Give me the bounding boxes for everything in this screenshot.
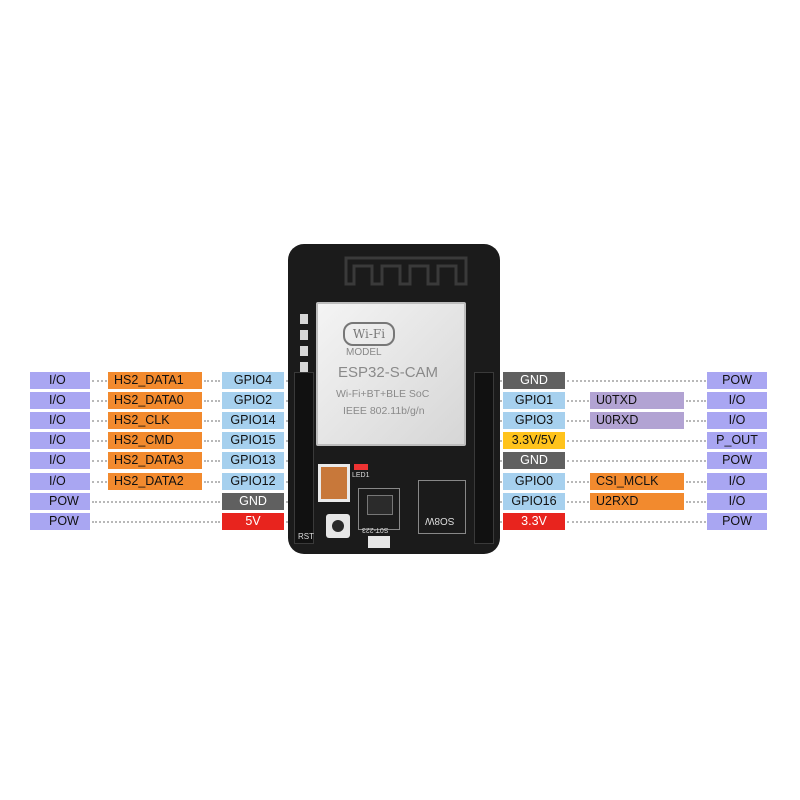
left-connector-line [204, 420, 220, 423]
left-gpio-label: GPIO15 [222, 432, 284, 450]
right-gpio-label: 3.3V/5V [503, 432, 565, 450]
left-alternate-label: HS2_DATA3 [108, 452, 202, 470]
right-gpio-label: GPIO1 [503, 392, 565, 410]
right-gpio-label: GND [503, 452, 565, 470]
so8-label: SO8W [425, 515, 455, 526]
right-connector-line [567, 420, 589, 423]
right-connector-line [567, 380, 706, 382]
wifi-logo-icon: Wi-Fi [343, 322, 395, 346]
right-function-label: P_OUT [707, 432, 767, 450]
antenna-trace [344, 256, 468, 286]
right-function-label: I/O [707, 492, 767, 510]
left-gpio-label: GPIO13 [222, 452, 284, 470]
left-function-label: I/O [30, 452, 90, 470]
model-name: ESP32-S-CAM [338, 364, 439, 381]
right-gpio-label: GPIO0 [503, 472, 565, 490]
right-gpio-label: 3.3V [503, 512, 565, 530]
left-connector-line [92, 500, 220, 503]
right-alternate-label: CSI_MCLK [590, 472, 684, 490]
left-gpio-label: GPIO12 [222, 472, 284, 490]
left-function-label: I/O [30, 432, 90, 450]
left-pads [298, 314, 310, 554]
right-gpio-label: GND [503, 372, 565, 389]
left-connector-line [92, 400, 107, 403]
right-connector-line [567, 440, 706, 443]
left-alternate-label: HS2_DATA0 [108, 392, 202, 410]
left-connector-line [92, 420, 107, 423]
left-connector-line [92, 380, 107, 382]
left-connector-line [204, 440, 220, 443]
camera-connector [368, 536, 390, 548]
right-connector-line [567, 500, 589, 503]
right-function-label: I/O [707, 412, 767, 430]
right-gpio-label: GPIO3 [503, 412, 565, 430]
right-connector-line [686, 480, 706, 483]
right-function-label: I/O [707, 472, 767, 490]
right-connector-line [567, 480, 589, 483]
sot223-chip [358, 488, 400, 530]
right-alternate-label: U2RXD [590, 492, 684, 510]
module-shield: Wi-Fi MODEL ESP32-S-CAM Wi-Fi+BT+BLE SoC… [316, 302, 466, 446]
right-connector-line [567, 460, 706, 463]
left-function-label: I/O [30, 372, 90, 389]
right-function-label: POW [707, 512, 767, 530]
left-connector-line [204, 460, 220, 463]
left-connector-line [204, 380, 220, 382]
left-gpio-label: GPIO14 [222, 412, 284, 430]
right-function-label: POW [707, 372, 767, 389]
left-connector-line [92, 480, 107, 483]
reset-button[interactable] [326, 514, 350, 538]
right-gpio-label: GPIO16 [503, 492, 565, 510]
model-label: MODEL [346, 347, 382, 358]
left-function-label: POW [30, 492, 90, 510]
board-outline: Wi-Fi MODEL ESP32-S-CAM Wi-Fi+BT+BLE SoC… [288, 244, 500, 554]
right-alternate-label: U0TXD [590, 392, 684, 410]
left-function-label: I/O [30, 472, 90, 490]
sot223-label: S0T-223 [362, 526, 389, 533]
right-connector-line [567, 520, 706, 523]
right-function-label: I/O [707, 392, 767, 410]
left-gpio-label: GPIO2 [222, 392, 284, 410]
left-gpio-label: 5V [222, 512, 284, 530]
left-connector-line [204, 480, 220, 483]
right-connector-line [686, 500, 706, 503]
right-connector-line [686, 400, 706, 403]
left-pin-header [294, 372, 314, 544]
capacitor [318, 464, 350, 502]
right-alternate-label: U0RXD [590, 412, 684, 430]
left-alternate-label: HS2_CMD [108, 432, 202, 450]
left-function-label: POW [30, 512, 90, 530]
left-gpio-label: GND [222, 492, 284, 510]
left-function-label: I/O [30, 412, 90, 430]
left-connector-line [92, 520, 220, 523]
led [354, 464, 368, 470]
led-label: LED1 [352, 472, 370, 479]
right-function-label: POW [707, 452, 767, 470]
right-connector-line [567, 400, 589, 403]
rst-label: RST [298, 532, 314, 541]
left-connector-line [92, 460, 107, 463]
right-connector-line [686, 420, 706, 423]
left-connector-line [204, 400, 220, 403]
left-alternate-label: HS2_CLK [108, 412, 202, 430]
left-connector-line [92, 440, 107, 443]
left-alternate-label: HS2_DATA1 [108, 372, 202, 389]
wifi-logo-text: Wi-Fi [352, 327, 386, 341]
right-pin-header [474, 372, 494, 544]
standard-label: IEEE 802.11b/g/n [343, 405, 425, 417]
protocols-label: Wi-Fi+BT+BLE SoC [336, 388, 430, 400]
left-alternate-label: HS2_DATA2 [108, 472, 202, 490]
left-function-label: I/O [30, 392, 90, 410]
left-gpio-label: GPIO4 [222, 372, 284, 389]
so8-chip: SO8W [418, 480, 466, 534]
